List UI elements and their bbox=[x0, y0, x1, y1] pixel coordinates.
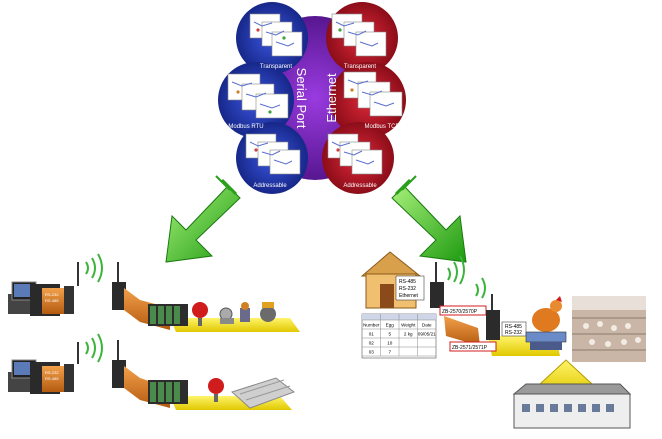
wireless-module-icon bbox=[112, 340, 126, 388]
thumb-right-mid bbox=[343, 71, 403, 117]
factory-building-icon bbox=[512, 383, 632, 429]
alarm-light-icon bbox=[192, 302, 208, 326]
conveyor-machine-icon bbox=[231, 377, 296, 409]
io-rack-icon bbox=[148, 380, 188, 404]
label-right-top: Transparent bbox=[344, 64, 376, 70]
table-header-cell: Egg bbox=[386, 323, 395, 328]
table-header-cell: Number bbox=[363, 323, 380, 328]
pump-icon bbox=[260, 302, 276, 322]
label-right-mid: Modbus TCP bbox=[365, 124, 400, 130]
table-cell: 01 bbox=[369, 332, 375, 337]
poultry-farm-photo bbox=[572, 296, 646, 362]
controller-pc-icon: RS-232 RS-485 bbox=[8, 262, 79, 316]
right-scene: RS-485 RS-232 Ethernet ZB-2570/2570P Num… bbox=[360, 251, 646, 429]
label-left-mid: Modbus RTU bbox=[228, 124, 263, 130]
house-label-1: RS-485 bbox=[399, 279, 416, 285]
table-cell: 03 bbox=[369, 350, 375, 355]
io-rack-icon bbox=[148, 304, 188, 326]
thumb-left-bottom bbox=[245, 133, 301, 175]
serial-port-label: Serial Port bbox=[294, 68, 309, 129]
table-cell: 02 bbox=[369, 341, 375, 346]
arrow-down-right-icon bbox=[391, 175, 467, 263]
scale-label-1: RS-485 bbox=[505, 324, 522, 330]
wireless-signal-icon bbox=[85, 253, 103, 283]
left-scene-top: RS-232 RS-485 bbox=[8, 253, 300, 332]
thumb-left-top bbox=[249, 13, 303, 57]
label-left-bottom: Addressable bbox=[253, 183, 287, 189]
house-label-2: RS-232 bbox=[399, 286, 416, 292]
alarm-light-icon bbox=[208, 378, 224, 402]
arrow-down-left-icon bbox=[165, 175, 241, 263]
wireless-module-icon bbox=[430, 262, 444, 308]
orange-band bbox=[444, 316, 480, 346]
table-cell: 2 kg bbox=[404, 332, 413, 337]
table-header-cell: Date bbox=[422, 323, 432, 328]
thumb-right-top bbox=[331, 13, 387, 57]
yellow-band bbox=[170, 318, 300, 332]
pc-label-top-2: RS-485 bbox=[45, 298, 59, 303]
sensor-icon bbox=[240, 302, 250, 322]
label-left-top: Transparent bbox=[260, 64, 292, 70]
protocol-flower: Transparent Modbus RTU Addressable Trans… bbox=[218, 2, 406, 194]
house-label-box bbox=[395, 275, 425, 301]
device-tag-2 bbox=[449, 341, 497, 352]
pc-label-top-1: RS-232 bbox=[45, 292, 59, 297]
wireless-signal-icon bbox=[85, 333, 103, 363]
thumb-left-mid bbox=[227, 73, 289, 119]
scale-label-box bbox=[501, 321, 527, 337]
left-scene-bottom: RS-232 RS-485 bbox=[8, 333, 296, 410]
ethernet-label: Ethernet bbox=[324, 73, 339, 123]
pc-label-bottom-2: RS-485 bbox=[45, 376, 59, 381]
label-right-bottom: Addressable bbox=[343, 183, 377, 189]
wireless-signal-icon bbox=[447, 255, 486, 299]
pc-label-bottom-1: RS-232 bbox=[45, 370, 59, 375]
scale-label-2: RS-232 bbox=[505, 330, 522, 336]
thumb-right-bottom bbox=[327, 133, 383, 175]
device-tag-1-text: ZB-2570/2570P bbox=[442, 309, 478, 315]
wireless-module-icon bbox=[486, 294, 500, 340]
data-table: Number Egg Weight Date 01 5 2 kg 09/05/21 02 10 03… bbox=[361, 313, 437, 359]
table-cell: 5 bbox=[388, 332, 391, 337]
device-tag-2-text: ZB-2571/2571P bbox=[452, 345, 488, 351]
table-header-cell: Weight bbox=[401, 323, 416, 328]
table-cell: 09/05/21 bbox=[418, 332, 436, 337]
chicken-scale-icon bbox=[525, 296, 567, 350]
house-label-3: Ethernet bbox=[399, 293, 419, 299]
table-cell: 7 bbox=[388, 350, 391, 355]
valve-icon bbox=[219, 307, 234, 324]
controller-pc-icon: RS-232 RS-485 bbox=[8, 342, 79, 394]
wireless-module-icon bbox=[112, 262, 126, 310]
table-cell: 10 bbox=[387, 341, 393, 346]
